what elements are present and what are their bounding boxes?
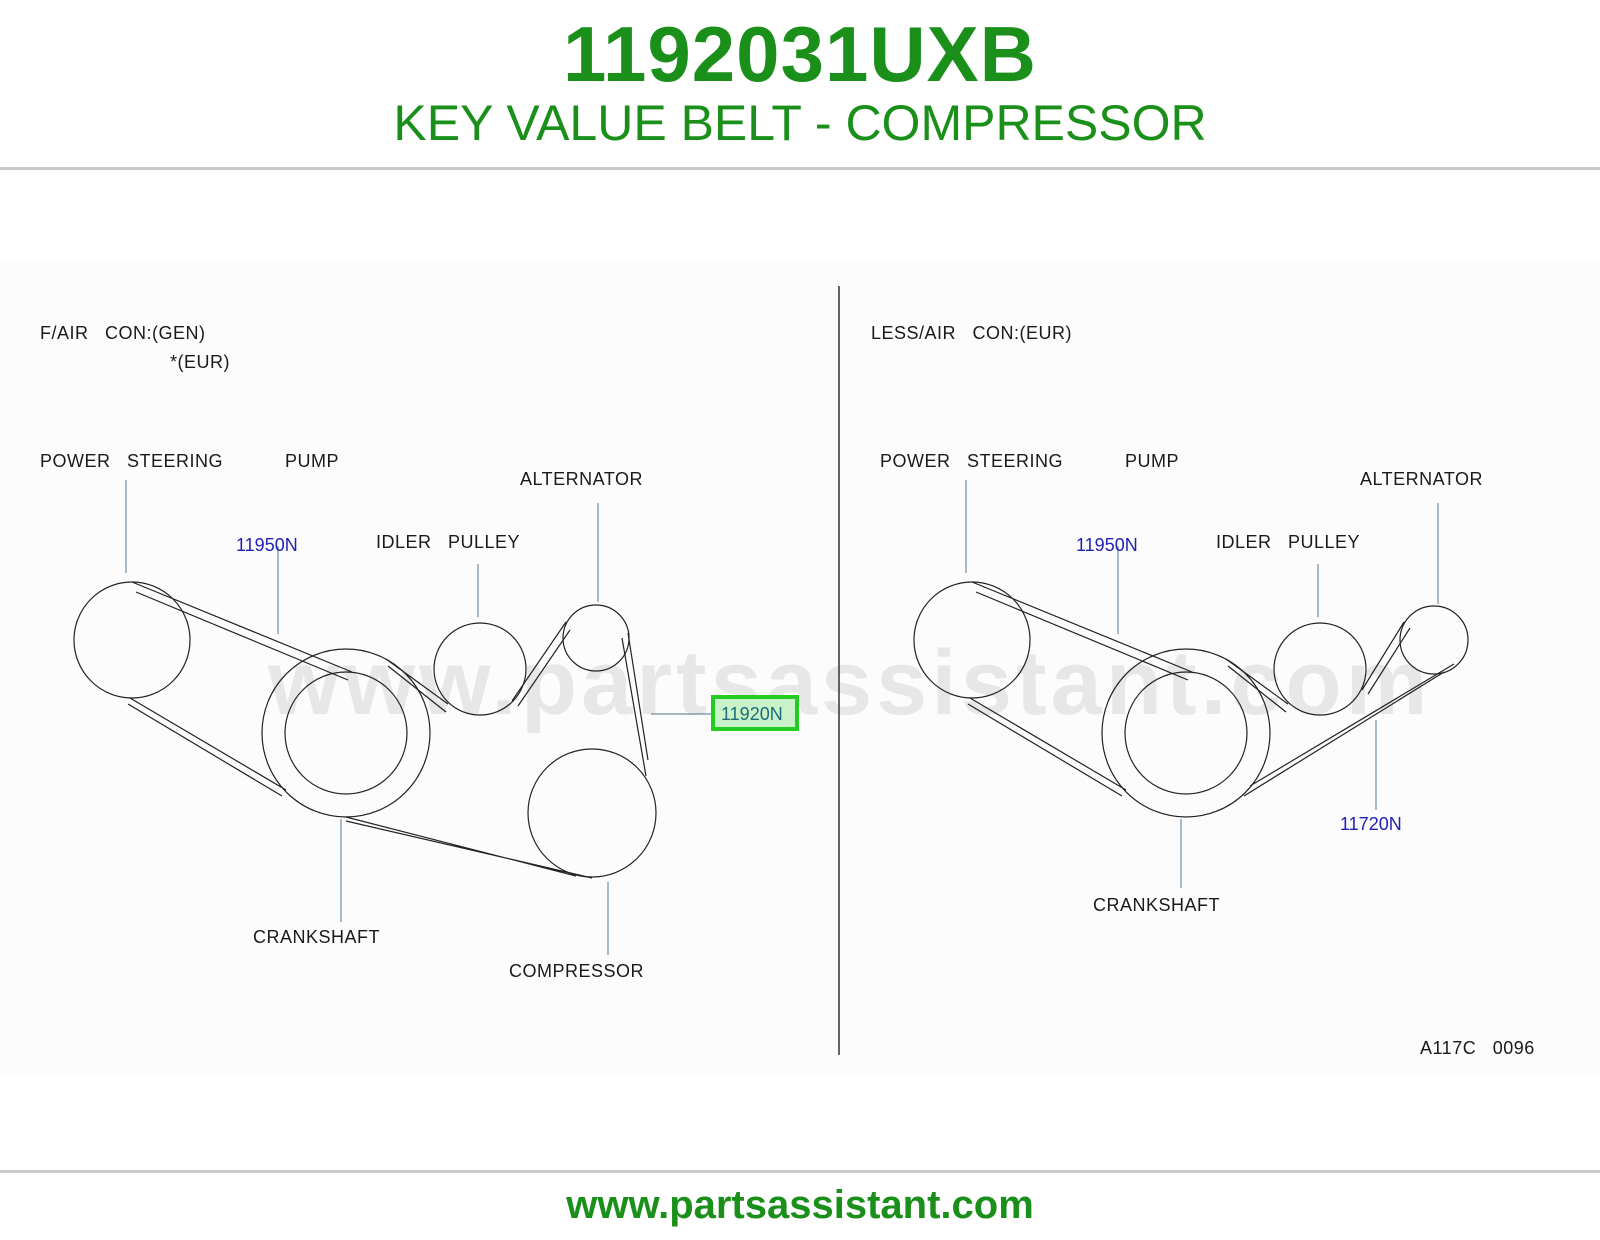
left-part-ref-11950n[interactable]: 11950N — [236, 535, 298, 555]
right-label-pump: PUMP — [1125, 451, 1179, 471]
part-description: KEY VALUE BELT - COMPRESSOR — [393, 95, 1207, 151]
left-part-ref-11920n[interactable]: 11920N — [721, 704, 783, 724]
left-label-idler-pulley: IDLER PULLEY — [376, 532, 520, 552]
left-compressor-pulley — [527, 748, 657, 878]
right-part-ref-11720n[interactable]: 11720N — [1340, 814, 1402, 834]
highlighted-part-box[interactable] — [711, 695, 799, 731]
right-leader-lines — [965, 480, 1439, 888]
left-leader-lines — [125, 480, 712, 955]
left-compressor-belt — [345, 621, 649, 879]
right-alternator-pulley — [1399, 605, 1469, 675]
left-label-alternator: ALTERNATOR — [520, 469, 643, 489]
left-label-pump: PUMP — [285, 451, 339, 471]
left-heading-line2: *(EUR) — [170, 352, 230, 372]
diagram-panel — [0, 262, 1600, 1077]
right-label-idler-pulley: IDLER PULLEY — [1216, 532, 1360, 552]
figure-code: A117C 0096 — [1420, 1038, 1535, 1058]
right-heading: LESS/AIR CON:(EUR) — [871, 323, 1072, 343]
left-label-power-steering: POWER STEERING — [40, 451, 223, 471]
right-belt-layout — [913, 480, 1469, 888]
right-label-crankshaft: CRANKSHAFT — [1093, 895, 1220, 915]
right-label-alternator: ALTERNATOR — [1360, 469, 1483, 489]
watermark-text: www.partsassistant.com — [267, 632, 1431, 734]
right-crankshaft-inner-pulley — [1124, 671, 1248, 795]
left-heading-line1: F/AIR CON:(GEN) — [40, 323, 206, 343]
left-label-compressor: COMPRESSOR — [509, 961, 644, 981]
right-label-power-steering: POWER STEERING — [880, 451, 1063, 471]
part-number-title: 1192031UXB — [562, 10, 1038, 98]
right-alternator-belt — [1225, 621, 1455, 797]
left-idler-pulley — [433, 622, 527, 716]
right-crankshaft-outer-pulley — [1101, 648, 1271, 818]
left-belt-layout — [73, 480, 712, 955]
right-part-ref-11950n[interactable]: 11950N — [1076, 535, 1138, 555]
footer-divider — [0, 1170, 1600, 1173]
right-idler-pulley — [1273, 622, 1367, 716]
footer-url[interactable]: www.partsassistant.com — [566, 1183, 1034, 1227]
left-power-steering-pulley — [73, 581, 191, 699]
header-divider — [0, 167, 1600, 170]
left-ps-belt — [127, 581, 353, 797]
left-label-crankshaft: CRANKSHAFT — [253, 927, 380, 947]
left-crankshaft-inner-pulley — [284, 671, 408, 795]
right-ps-belt — [967, 581, 1193, 797]
